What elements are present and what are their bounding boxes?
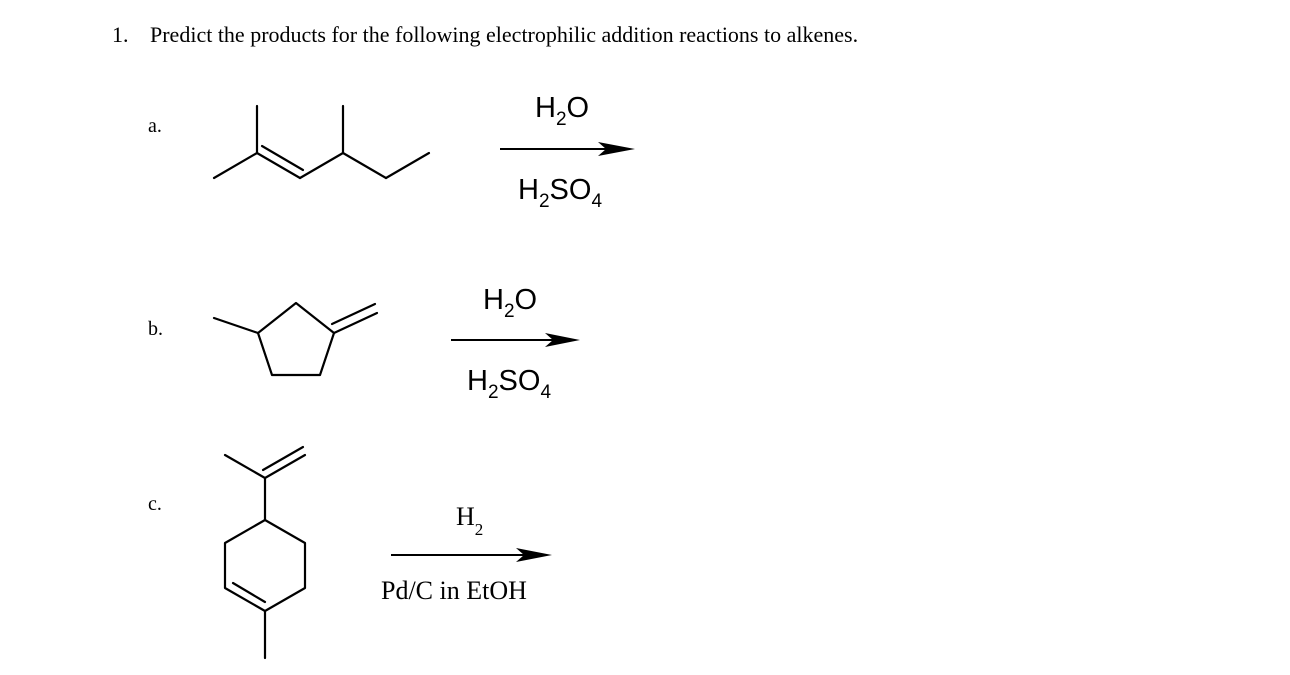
question-number: 1. [112,22,129,47]
part-a-reagent-sulfuric-acid: H2SO4 [518,174,603,212]
part-b-reagent-water: H2O [483,284,538,322]
part-b-reagent-sulfuric-acid: H2SO4 [467,365,552,403]
part-c-reaction-arrow [391,548,552,562]
part-c-label: c. [148,493,162,515]
part-a-reaction-arrow [500,142,635,156]
part-a-reagent-water: H2O [535,92,590,130]
part-a-label: a. [148,115,162,137]
part-b-reaction-arrow [451,333,580,347]
part-c-reagent-hydrogen: H2 [456,502,484,539]
part-b-label: b. [148,318,163,340]
question-text: Predict the products for the following e… [150,22,859,47]
part-c-reagent-catalyst: Pd/C in EtOH [381,576,527,605]
